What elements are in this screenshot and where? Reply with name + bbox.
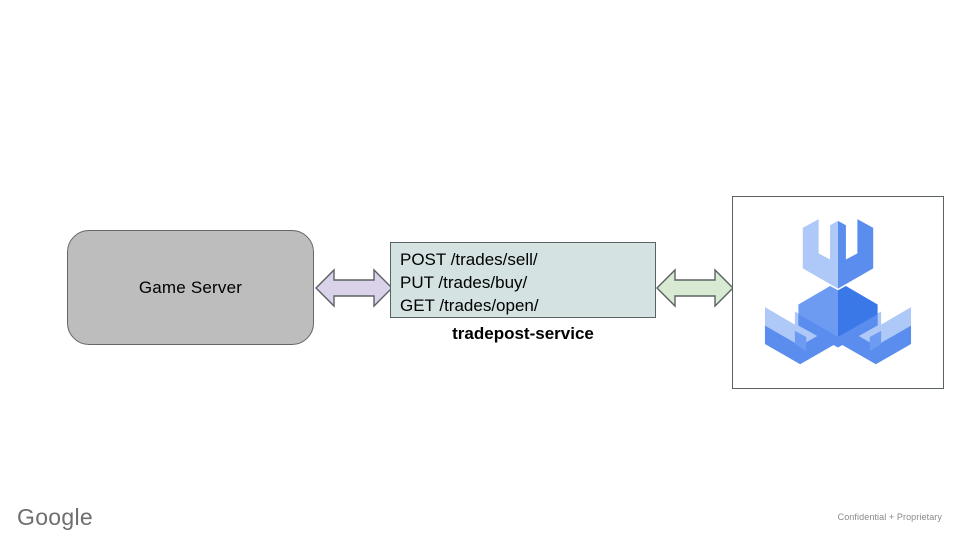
- game-server-box: Game Server: [67, 230, 314, 345]
- cloud-tools-wrench-icon: [764, 218, 912, 364]
- endpoint-line-post: POST /trades/sell/: [400, 250, 538, 269]
- endpoint-line-put: PUT /trades/buy/: [400, 273, 528, 292]
- google-wordmark: Google: [17, 504, 93, 530]
- tradepost-service-caption: tradepost-service: [452, 324, 594, 343]
- tools-logo-frame: [732, 196, 944, 389]
- endpoint-line-get: GET /trades/open/: [400, 296, 539, 315]
- game-server-to-service-arrow: [315, 265, 393, 316]
- service-to-tools-arrow: [656, 265, 734, 316]
- confidentiality-note: Confidential + Proprietary: [837, 512, 942, 522]
- game-server-label: Game Server: [138, 277, 243, 297]
- tradepost-service-box: POST /trades/sell/ PUT /trades/buy/ GET …: [390, 242, 656, 318]
